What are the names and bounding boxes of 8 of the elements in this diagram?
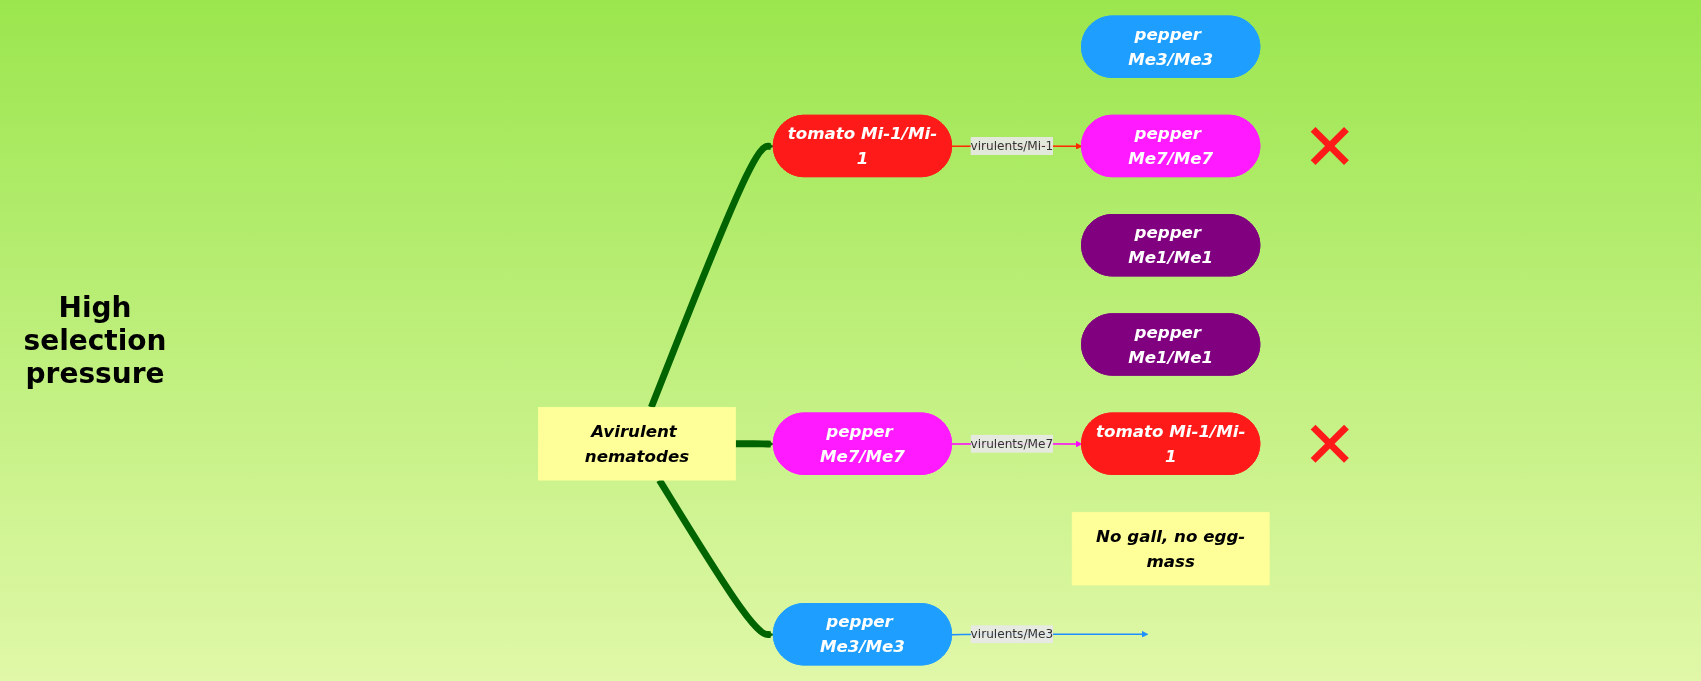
arrow bbox=[648, 142, 775, 409]
node-box: Avirulent nematodes bbox=[538, 407, 736, 481]
arrow bbox=[735, 440, 775, 448]
side-label: High selection pressure bbox=[22, 291, 168, 390]
edge-label: virulents/Me3 bbox=[970, 626, 1054, 642]
edge-label: virulents/Mi-1 bbox=[970, 138, 1054, 153]
edge-label: virulents/Me7 bbox=[970, 436, 1054, 451]
node-box: No gall, no egg-mass bbox=[1071, 511, 1270, 586]
